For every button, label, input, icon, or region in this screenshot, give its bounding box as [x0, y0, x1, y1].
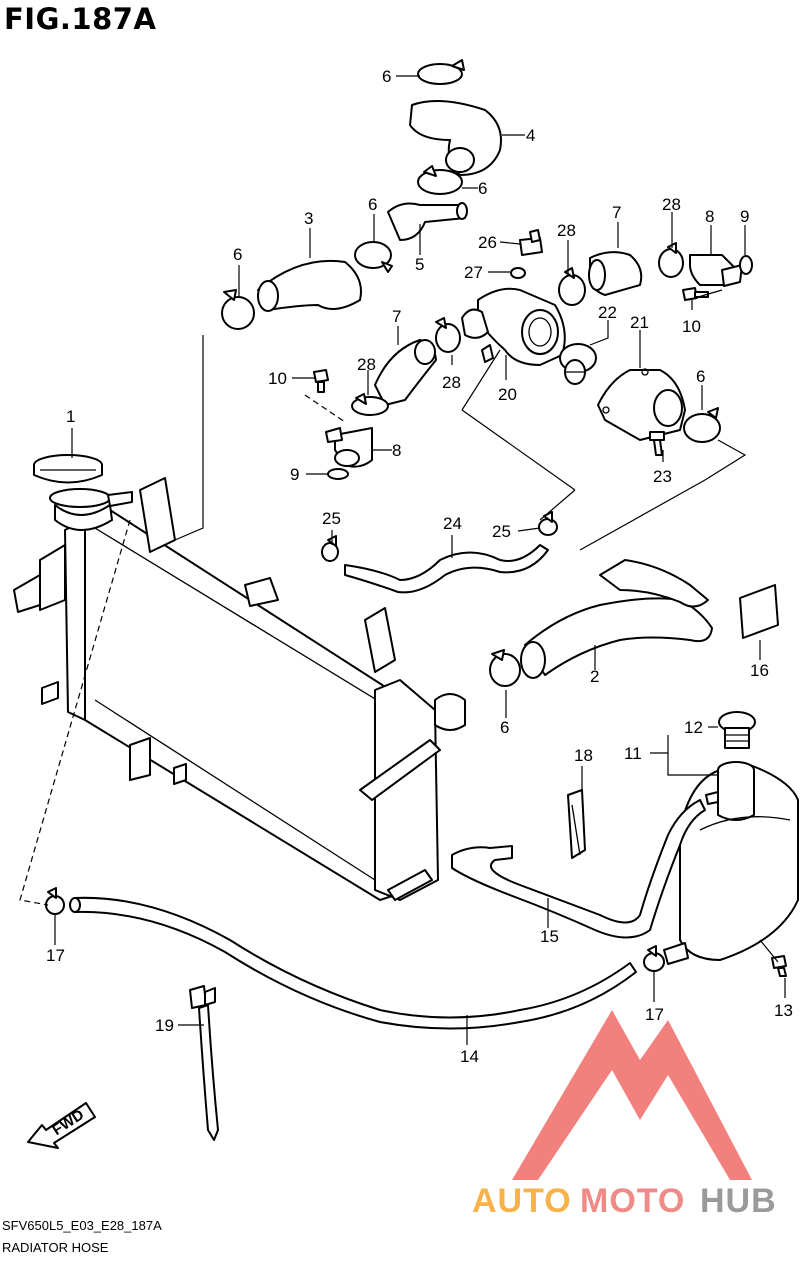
- bolt-13: [771, 955, 787, 977]
- callout-15: 15: [540, 927, 559, 946]
- callout-7-lower: 7: [392, 307, 401, 326]
- hose-3: [257, 259, 362, 312]
- radiator: [13, 477, 466, 901]
- hose-2: [520, 559, 713, 679]
- callout-2: 2: [590, 667, 599, 686]
- forward-direction-marker: FWD: [27, 1102, 96, 1149]
- hose-4: [409, 100, 502, 176]
- callout-6-lower: 6: [500, 718, 509, 737]
- watermark-hub: HUB: [700, 1182, 777, 1220]
- callout-labels: 1 2 3 4 5 6 6 6 6 6 6 7 7 8 8 9 9 10 10 …: [46, 67, 793, 1066]
- hose-7-upper: [588, 251, 643, 296]
- assembly-lines: [19, 289, 747, 906]
- watermark-auto: AUTO: [472, 1182, 572, 1220]
- clamp-28-b: [658, 242, 684, 278]
- bolt-10-upper: [682, 287, 709, 301]
- pipe-5: [387, 202, 468, 241]
- clamp-17-left: [45, 887, 65, 915]
- callout-11: 11: [624, 744, 642, 763]
- clamp-6-left: [354, 241, 393, 273]
- bolt-10-lower: [313, 369, 329, 393]
- clamp-6-thermostat: [683, 407, 721, 443]
- callout-7-upper: 7: [612, 203, 621, 222]
- callout-14: 14: [460, 1047, 479, 1066]
- diagram-name: RADIATOR HOSE: [2, 1240, 109, 1255]
- hose-15: [451, 799, 706, 939]
- hose-14: [69, 896, 637, 1030]
- callout-1: 1: [66, 407, 75, 426]
- callout-28-c: 28: [442, 373, 461, 392]
- automotohub-watermark: AUTO MOTO HUB: [472, 1182, 777, 1220]
- callout-6-mid: 6: [478, 179, 487, 198]
- callout-17-left: 17: [46, 946, 65, 965]
- hose-24: [344, 544, 549, 594]
- label-16: [739, 584, 779, 639]
- callout-3: 3: [304, 209, 313, 228]
- filler-neck: [49, 488, 133, 531]
- clamp-6-top: [417, 59, 465, 85]
- callout-28-d: 28: [357, 355, 376, 374]
- callout-21: 21: [630, 313, 649, 332]
- callout-9-lower: 9: [290, 465, 299, 484]
- automotohub-logo: [512, 1010, 752, 1180]
- diagram-code: SFV650L5_E03_E28_187A: [2, 1218, 162, 1233]
- callout-13: 13: [774, 1001, 793, 1020]
- callout-25-right: 25: [492, 522, 511, 541]
- callout-23: 23: [653, 467, 672, 486]
- clamp-28-a: [558, 267, 586, 306]
- thermostat-cover-21: [597, 368, 686, 441]
- clamp-28-c: [435, 317, 461, 353]
- callout-6-radiator: 6: [233, 245, 242, 264]
- callout-8-upper: 8: [705, 207, 714, 226]
- o-ring-9-upper: [739, 255, 753, 275]
- thermostat-housing-20: [461, 287, 566, 366]
- thermostat-22: [559, 343, 597, 385]
- fitting-8-upper: [689, 254, 743, 287]
- callout-24: 24: [443, 514, 462, 533]
- callout-18: 18: [574, 746, 593, 765]
- leader-lines: [54, 75, 786, 1045]
- callout-22: 22: [598, 303, 617, 322]
- radiator-cap: [33, 454, 103, 484]
- reservoir-cap-12: [718, 711, 756, 749]
- clamp-6-radiator: [221, 289, 255, 330]
- callout-16: 16: [750, 661, 769, 680]
- holder-18: [567, 789, 586, 859]
- callout-19: 19: [155, 1016, 174, 1035]
- callout-5: 5: [415, 255, 424, 274]
- clamp-25-b: [538, 511, 558, 536]
- callout-6-thermostat: 6: [696, 367, 705, 386]
- o-ring-9-lower: [327, 468, 349, 480]
- callout-12: 12: [684, 718, 703, 737]
- clamp-28-d: [351, 393, 389, 416]
- tie-strap-19: [189, 985, 219, 1141]
- callout-4: 4: [526, 126, 535, 145]
- callout-27: 27: [464, 263, 483, 282]
- callout-28-b: 28: [662, 195, 681, 214]
- clamp-25-a: [321, 535, 339, 562]
- sensor-26: [519, 229, 543, 256]
- callout-17-right: 17: [645, 1005, 664, 1024]
- hose-7-lower: [374, 339, 437, 406]
- callout-6-left: 6: [368, 195, 377, 214]
- clamp-6-lower: [489, 649, 521, 687]
- o-ring-27: [510, 267, 526, 279]
- clamp-17-right: [643, 945, 665, 972]
- figure-title: FIG.187A: [4, 2, 157, 36]
- callout-20: 20: [498, 385, 517, 404]
- callout-25-left: 25: [322, 509, 341, 528]
- callout-28-a: 28: [557, 221, 576, 240]
- watermark-moto: MOTO: [580, 1182, 685, 1220]
- fitting-8-lower: [325, 427, 373, 468]
- callout-9-upper: 9: [740, 207, 749, 226]
- clamp-6-mid: [417, 165, 463, 195]
- callout-10-upper: 10: [682, 317, 701, 336]
- reservoir-tank-11: [663, 761, 799, 965]
- callout-6-top: 6: [382, 67, 391, 86]
- callout-26: 26: [478, 233, 497, 252]
- callout-8-lower: 8: [392, 441, 401, 460]
- bolt-23: [649, 431, 665, 456]
- callout-10-lower: 10: [268, 369, 287, 388]
